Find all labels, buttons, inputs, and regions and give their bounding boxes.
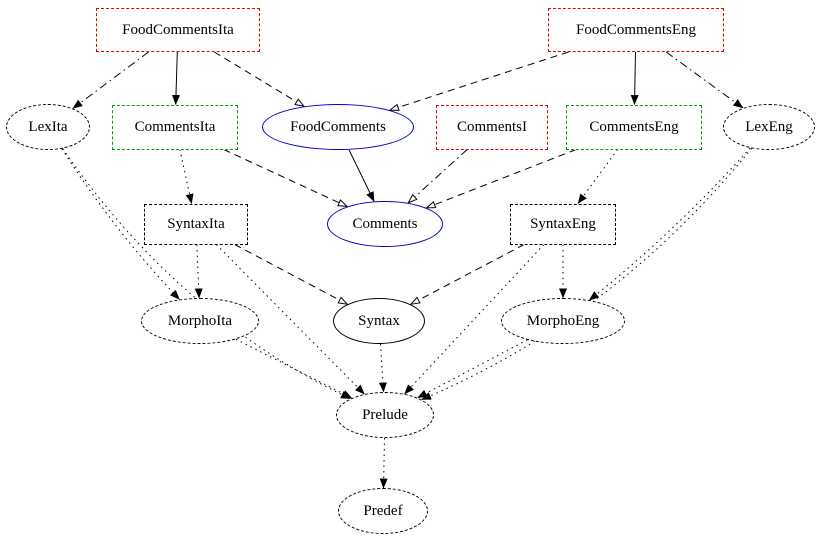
node-FoodComments: FoodComments: [262, 104, 414, 150]
node-label-LexIta: LexIta: [28, 118, 68, 135]
node-label-Comments: Comments: [352, 215, 418, 232]
node-CommentsIta: CommentsIta: [112, 104, 238, 150]
edge-FoodCommentsEng-FoodComments: [388, 51, 569, 111]
node-label-Syntax: Syntax: [358, 312, 400, 329]
node-Syntax: Syntax: [333, 298, 425, 344]
edges-group: [61, 51, 753, 489]
node-label-CommentsIta: CommentsIta: [134, 118, 216, 135]
node-label-FoodCommentsIta: FoodCommentsIta: [122, 21, 234, 38]
node-label-FoodCommentsEng: FoodCommentsEng: [575, 21, 696, 38]
node-label-MorphoEng: MorphoEng: [526, 312, 600, 329]
edge-Syntax-Prelude: [378, 343, 387, 393]
node-label-CommentsEng: CommentsEng: [589, 118, 679, 135]
edge-FoodComments-Comments: [348, 149, 375, 202]
edge-CommentsI-Comments: [407, 149, 468, 204]
edge-CommentsEng-SyntaxEng: [577, 149, 618, 204]
node-CommentsEng: CommentsEng: [566, 104, 702, 150]
node-label-MorphoIta: MorphoIta: [167, 312, 233, 329]
node-MorphoIta: MorphoIta: [141, 298, 259, 344]
edge-MorphoEng-Prelude: [417, 339, 528, 399]
node-label-FoodComments: FoodComments: [290, 118, 386, 135]
edge-FoodCommentsEng-CommentsEng: [630, 51, 639, 105]
edge-SyntaxIta-Syntax: [234, 244, 349, 305]
node-SyntaxIta: SyntaxIta: [144, 203, 248, 245]
node-FoodCommentsEng: FoodCommentsEng: [548, 8, 724, 52]
node-LexIta: LexIta: [6, 104, 90, 150]
node-Predef: Predef: [338, 488, 428, 534]
node-label-LexEng: LexEng: [745, 118, 793, 135]
node-label-Prelude: Prelude: [362, 406, 408, 423]
edge-FoodCommentsIta-FoodComments: [214, 51, 306, 108]
node-MorphoEng: MorphoEng: [501, 298, 625, 344]
node-label-SyntaxEng: SyntaxEng: [530, 215, 596, 232]
edge-SyntaxIta-Prelude: [215, 244, 365, 395]
node-FoodCommentsIta: FoodCommentsIta: [96, 8, 260, 52]
edge-CommentsIta-Comments: [223, 149, 349, 208]
node-Prelude: Prelude: [336, 392, 434, 438]
node-label-SyntaxIta: SyntaxIta: [167, 215, 225, 232]
node-label-CommentsI: CommentsI: [457, 118, 527, 135]
edge-CommentsEng-Comments: [425, 149, 577, 209]
node-CommentsI: CommentsI: [436, 104, 548, 150]
edge-LexIta-MorphoIta: [61, 148, 180, 300]
node-label-Predef: Predef: [363, 502, 403, 519]
edge-LexEng-Prelude: [421, 147, 753, 401]
node-SyntaxEng: SyntaxEng: [510, 203, 616, 245]
edge-CommentsIta-SyntaxIta: [179, 149, 194, 204]
edge-LexEng-MorphoEng: [588, 147, 751, 301]
edge-SyntaxEng-Syntax: [409, 244, 525, 305]
node-LexEng: LexEng: [723, 104, 815, 150]
edge-FoodCommentsIta-CommentsIta: [171, 51, 180, 105]
node-Comments: Comments: [327, 201, 443, 247]
